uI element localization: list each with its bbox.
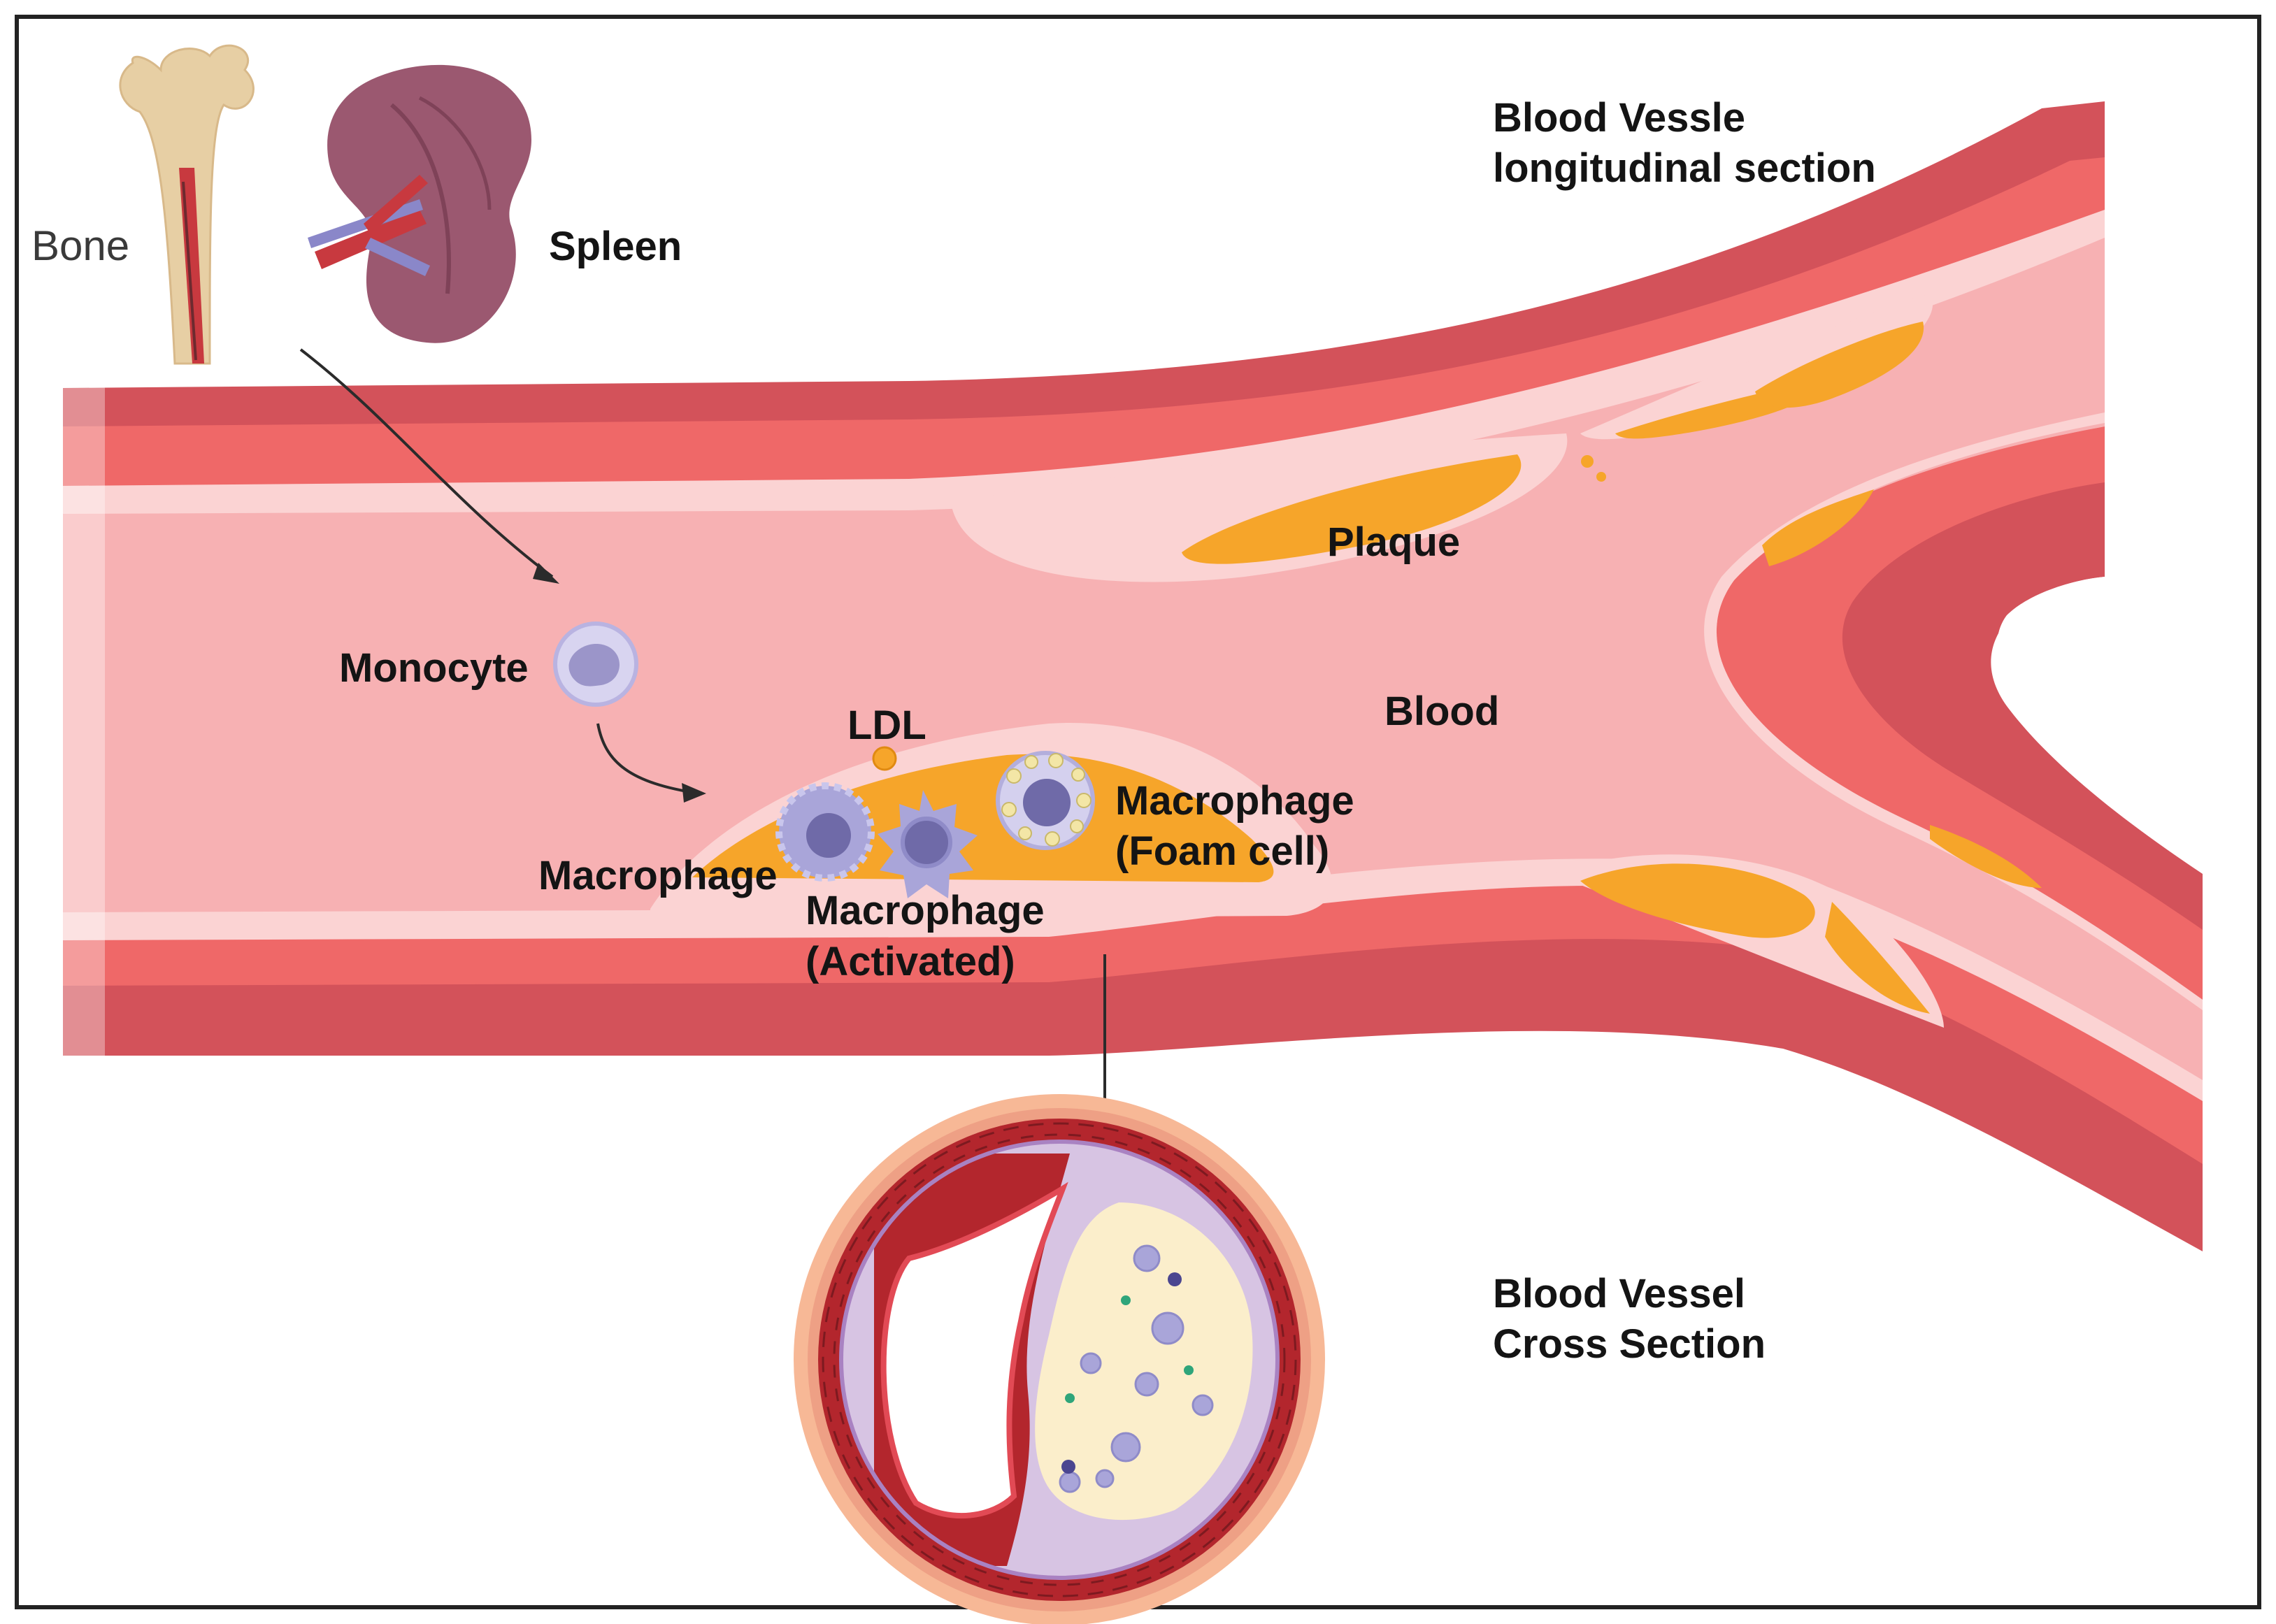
cross-lumen <box>880 1181 1068 1519</box>
label-vessel-longitudinal-2: longitudinal section <box>1493 145 1876 191</box>
monocyte-icon <box>553 621 638 707</box>
plaque-upper <box>1182 454 1522 564</box>
bone-icon <box>119 44 255 365</box>
arrow-monocyte-to-lesion <box>596 723 700 795</box>
plaque-bifurcation <box>1762 489 1874 566</box>
label-foam-cell-2: (Foam cell) <box>1115 828 1329 874</box>
plaque-lower-right <box>1580 863 1815 938</box>
label-monocyte: Monocyte <box>339 645 529 691</box>
upper-intima <box>63 210 2105 517</box>
vessel-lumen <box>63 238 2203 1091</box>
label-ldl: LDL <box>847 703 926 748</box>
label-cross-section-1: Blood Vessel <box>1493 1271 1745 1316</box>
bifurcation-notch <box>1997 577 2105 769</box>
foam-cell-icon <box>996 751 1095 850</box>
blood-vessel-longitudinal <box>63 101 2203 1251</box>
label-macrophage-activated-2: (Activated) <box>806 939 1015 984</box>
upper-media <box>63 157 2105 500</box>
spleen-icon <box>308 64 531 343</box>
label-macrophage: Macrophage <box>538 853 778 898</box>
lipid-core <box>1035 1202 1253 1521</box>
label-macrophage-activated-1: Macrophage <box>806 888 1045 933</box>
lower-intima <box>63 858 2203 1105</box>
plaque-deposits <box>951 294 2042 1028</box>
label-cross-section-2: Cross Section <box>1493 1321 1766 1367</box>
plaque-lower-right-2 <box>1825 902 1930 1014</box>
lower-outer-wall <box>63 939 2203 1251</box>
label-bone: Bone <box>31 222 129 269</box>
macrophage-icon <box>775 782 875 882</box>
bifurcation-outer <box>1842 482 2203 930</box>
arrow-icon <box>299 348 1115 1122</box>
label-plaque: Plaque <box>1327 519 1460 565</box>
macrophage-activated-icon <box>878 790 978 898</box>
upper-outer-wall <box>63 101 2105 500</box>
plaque-lower-far <box>1930 825 2042 888</box>
label-spleen: Spleen <box>549 224 682 269</box>
label-vessel-longitudinal-1: Blood Vessle <box>1493 95 1745 141</box>
arrow-organs-to-blood <box>299 348 554 578</box>
label-blood: Blood <box>1384 689 1499 734</box>
plaque-upper-right-2 <box>1755 322 1924 408</box>
label-foam-cell-1: Macrophage <box>1115 778 1354 824</box>
cross-section-icon <box>794 1094 1325 1624</box>
